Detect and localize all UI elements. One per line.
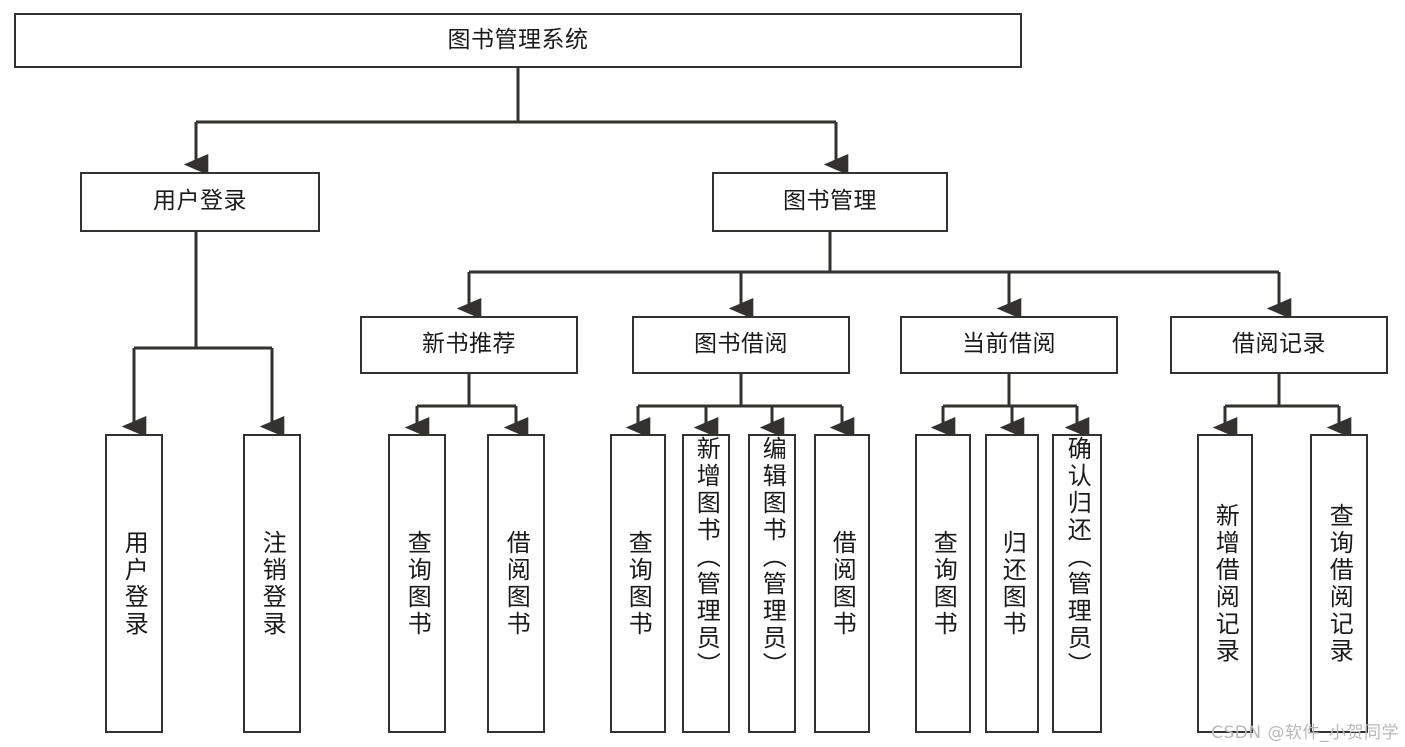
- node-leaf-confirm-return-admin[interactable]: 确认归还（管理员）: [1052, 434, 1102, 733]
- node-leaf-return-book-label: 归还图书: [998, 529, 1027, 638]
- node-root-label: 图书管理系统: [447, 26, 589, 53]
- node-book-borrow-label: 图书借阅: [694, 331, 788, 358]
- node-leaf-edit-book-admin[interactable]: 编辑图书（管理员）: [748, 434, 796, 733]
- watermark-text: CSDN @软件_小贺同学: [1211, 723, 1399, 743]
- node-leaf-query-book-rec[interactable]: 查询图书: [388, 434, 446, 733]
- node-leaf-query-book-cur[interactable]: 查询图书: [915, 434, 971, 733]
- node-leaf-edit-book-admin-label: 编辑图书（管理员）: [758, 436, 787, 679]
- node-leaf-borrow-book-rec-label: 借阅图书: [502, 529, 531, 638]
- node-leaf-add-book-admin[interactable]: 新增图书（管理员）: [682, 434, 730, 733]
- node-leaf-borrow-book-rec[interactable]: 借阅图书: [487, 434, 545, 733]
- node-new-book-recommend[interactable]: 新书推荐: [360, 316, 578, 374]
- node-leaf-logout-label: 注销登录: [258, 529, 287, 638]
- node-leaf-user-login-label: 用户登录: [120, 529, 149, 638]
- node-borrow-record[interactable]: 借阅记录: [1170, 316, 1388, 374]
- node-book-borrow[interactable]: 图书借阅: [632, 316, 850, 374]
- node-current-borrow-label: 当前借阅: [962, 331, 1056, 358]
- node-borrow-record-label: 借阅记录: [1232, 331, 1326, 358]
- node-leaf-add-book-admin-label: 新增图书（管理员）: [692, 436, 721, 679]
- node-leaf-query-book-borrow-label: 查询图书: [624, 529, 653, 638]
- node-leaf-query-book-cur-label: 查询图书: [929, 529, 958, 638]
- node-leaf-query-borrow-record-label: 查询借阅记录: [1325, 502, 1354, 665]
- node-leaf-query-book-rec-label: 查询图书: [403, 529, 432, 638]
- node-leaf-add-borrow-record-label: 新增借阅记录: [1211, 502, 1240, 665]
- node-user-login-label: 用户登录: [153, 188, 247, 215]
- node-leaf-logout[interactable]: 注销登录: [243, 434, 301, 733]
- node-leaf-user-login[interactable]: 用户登录: [105, 434, 163, 733]
- node-book-manage-label: 图书管理: [783, 188, 877, 215]
- node-leaf-confirm-return-admin-label: 确认归还（管理员）: [1063, 436, 1092, 679]
- node-user-login[interactable]: 用户登录: [80, 172, 320, 232]
- node-new-book-recommend-label: 新书推荐: [422, 331, 516, 358]
- node-leaf-borrow-book-borrow[interactable]: 借阅图书: [814, 434, 870, 733]
- node-leaf-add-borrow-record[interactable]: 新增借阅记录: [1197, 434, 1253, 733]
- node-leaf-query-borrow-record[interactable]: 查询借阅记录: [1310, 434, 1368, 733]
- node-book-manage[interactable]: 图书管理: [712, 172, 948, 232]
- node-current-borrow[interactable]: 当前借阅: [900, 316, 1118, 374]
- node-root[interactable]: 图书管理系统: [14, 13, 1022, 68]
- node-leaf-return-book[interactable]: 归还图书: [985, 434, 1039, 733]
- node-leaf-query-book-borrow[interactable]: 查询图书: [610, 434, 666, 733]
- node-leaf-borrow-book-borrow-label: 借阅图书: [828, 529, 857, 638]
